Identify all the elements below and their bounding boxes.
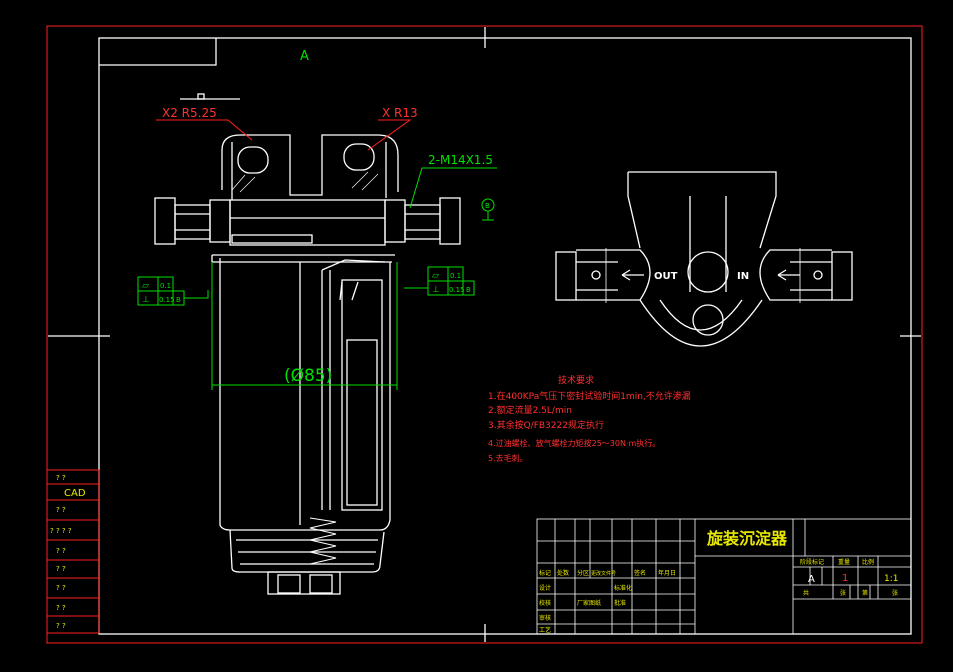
row-label-5: 标准化 (614, 584, 632, 592)
row-label-6: 批准 (614, 599, 626, 607)
side-cell-3: ? ? (56, 506, 66, 514)
side-cell-1: ? ? (56, 474, 66, 482)
top-view: OUT IN (555, 171, 853, 347)
title-block: 旋装沉淀器 阶段标记 重量 比例 A 1 1:1 共 张 第 张 标记 处数 分… (536, 518, 912, 635)
side-cell-8: ? ? (56, 604, 66, 612)
side-cell-7: ? ? (56, 584, 66, 592)
change-label-4: 更改文件号 (591, 570, 616, 577)
thread-leader (409, 167, 497, 209)
tech-line-1: 1.在400KPa气压下密封试验时间1min,不允许渗漏 (488, 390, 691, 402)
sheet-label-4: 张 (892, 589, 898, 597)
side-cell-6: ? ? (56, 565, 66, 573)
sheet-label-1: 共 (803, 589, 809, 597)
tech-heading: 技术要求 (558, 374, 594, 386)
inner-frame (98, 37, 912, 635)
tol-right-val1: 0.1 (450, 272, 461, 280)
callout-left: X2 R5.25 (162, 106, 217, 120)
callout-leaders (156, 119, 412, 151)
side-cell-5: ? ? (56, 547, 66, 555)
side-cell-4: ? ? ? ? (50, 527, 72, 535)
revision-mark: A (300, 49, 309, 64)
change-label-5: 签名 (634, 569, 646, 577)
top-left-box (99, 38, 217, 66)
change-label-3: 分区 (577, 569, 589, 577)
sheet-label-2: 张 (840, 589, 846, 597)
datum-label: B (485, 202, 490, 210)
tol-left-val1: 0.1 (160, 282, 171, 290)
change-label-6: 年月日 (658, 569, 676, 577)
callout-right: X R13 (382, 106, 418, 120)
tol-left-sym2: ⊥ (142, 295, 150, 305)
sheet-value: 1 (842, 573, 848, 584)
tech-notes: 技术要求 1.在400KPa气压下密封试验时间1min,不允许渗漏 2.额定流量… (488, 374, 691, 463)
tol-right-sym2: ⊥ (432, 285, 440, 295)
tol-left-ref: B (176, 296, 181, 304)
row-label-2: 校核 (539, 599, 551, 607)
change-label-1: 标记 (539, 569, 551, 577)
outer-frame (46, 25, 923, 644)
row-label-4: 工艺 (539, 626, 551, 634)
tolerance-frame-right (404, 266, 475, 296)
tol-left-sym1: ▱ (142, 281, 149, 291)
sheet-label-3: 第 (862, 589, 868, 597)
front-view: X2 R5.25 X R13 2-M14X1.5 B ▱ 0.1 ⊥ 0.15 (137, 93, 497, 595)
side-cell-9: ? ? (56, 622, 66, 630)
tol-right-val2: 0.15 (449, 286, 465, 294)
label-in: IN (737, 271, 749, 282)
tol-right-sym1: ▱ (432, 271, 439, 281)
header-scale: 比例 (862, 558, 874, 566)
stage-mark: A (808, 574, 815, 585)
centering-marks (48, 27, 921, 642)
part-name: 旋装沉淀器 (706, 529, 788, 548)
tol-right-ref: B (466, 286, 471, 294)
row-label-3: 审核 (539, 614, 551, 622)
tech-line-3: 3.其余按Q/FB3222规定执行 (488, 419, 604, 431)
diameter-dimension (211, 262, 398, 390)
company: 厂家图纸 (577, 599, 601, 607)
tolerance-frame-left (137, 276, 209, 306)
tech-line-5: 5.去毛刺。 (488, 453, 528, 463)
side-cell-2: CAD (64, 488, 86, 499)
diameter-label: (Ø85) (284, 366, 332, 386)
scale-value: 1:1 (884, 574, 898, 584)
datum-symbol (481, 198, 495, 221)
header-weight: 重量 (838, 558, 850, 566)
tech-line-2: 2.额定流量2.5L/min (488, 404, 572, 416)
row-label-1: 设计 (539, 584, 551, 592)
tol-left-val2: 0.15 (159, 296, 175, 304)
side-panel (46, 469, 100, 634)
change-label-2: 处数 (557, 569, 569, 577)
tech-line-4: 4.过油螺栓、放气螺栓力矩按25～30N·m执行。 (488, 438, 660, 448)
callout-thread: 2-M14X1.5 (428, 153, 493, 167)
label-out: OUT (654, 271, 678, 282)
header-stage: 阶段标记 (800, 558, 824, 566)
